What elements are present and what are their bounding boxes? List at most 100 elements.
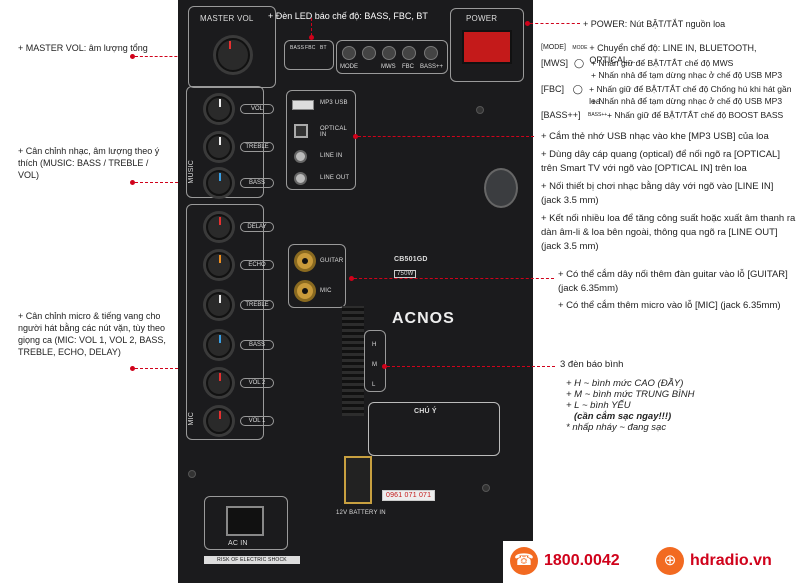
mic-jack-text: + Có thể cắm thêm micro vào lỗ [MIC] (ja… (558, 300, 781, 311)
mic-dot (130, 366, 135, 371)
fbc-button[interactable] (402, 46, 416, 60)
line-out-jack[interactable] (294, 172, 307, 185)
line-in-label: LINE IN (320, 153, 343, 159)
optical-port[interactable] (294, 124, 308, 138)
mode-text: + Chuyển chế độ: LINE IN, BLUETOOTH, OPT… (589, 43, 757, 65)
led-label-bt: BT (320, 45, 327, 51)
led-label-bass: BASS (290, 45, 305, 51)
fbc-key: [FBC] (541, 84, 565, 94)
music-treble-tag: TREBLE (240, 142, 274, 152)
music-line (135, 182, 183, 183)
music-dot (130, 180, 135, 185)
hml-l: L (372, 382, 376, 388)
battery-dot (382, 364, 387, 369)
mode-annotation-list: [MODE] MODE + Chuyển chế độ: LINE IN, BL… (541, 42, 796, 121)
line-out-label: LINE OUT (320, 175, 350, 181)
ac-in-label: AC IN (228, 540, 248, 547)
power-label: POWER (466, 14, 498, 23)
guitar-annotation-list: + Có thể cắm dây nối thêm đàn guitar vào… (558, 268, 796, 313)
fbc-label: FBC (402, 64, 414, 70)
phone-icon: ☎ (510, 547, 538, 575)
music-bass-tag: BASS (240, 178, 274, 188)
battery-in-label: 12V BATTERY IN (336, 510, 386, 516)
mic-bass-knob[interactable] (206, 332, 232, 358)
battery-terminal[interactable] (344, 456, 372, 504)
fbc-text-1: + Nhấn giữ để BẬT/TẮT chế độ Chống hú kh… (589, 84, 792, 106)
mode-button[interactable] (342, 46, 356, 60)
music-vol-knob[interactable] (206, 96, 232, 122)
fbc-icon: ◯ (572, 84, 583, 94)
website-link[interactable]: hdradio.vn (690, 552, 772, 569)
footer-hotline: ☎ 1800.0042 ⊕ hdradio.vn (503, 541, 800, 583)
io-box (286, 90, 356, 190)
power-annotation: + POWER: Nút BẬT/TẮT nguồn loa (583, 19, 726, 29)
music-treble-knob[interactable] (206, 134, 232, 160)
bass-text: + Nhấn giữ để BẬT/TẮT chế độ BOOST BASS (607, 110, 784, 120)
fbc-text-2: + Nhấn nhả để tạm dừng nhạc ở chế độ USB… (591, 96, 783, 106)
mws-button[interactable] (382, 46, 396, 60)
battery-blink: * nhấp nháy ~ đang sạc (566, 422, 667, 433)
mic-treble-knob[interactable] (206, 292, 232, 318)
line-in-jack[interactable] (294, 150, 307, 163)
brand-logo: ACNOS (392, 310, 455, 327)
battery-m: + M ~ bình mức TRUNG BÌNH (566, 389, 695, 400)
mic-box (186, 204, 264, 440)
ac-box (204, 496, 288, 550)
bass-icon: BASS++ (588, 112, 608, 118)
mic-jack[interactable] (294, 280, 316, 302)
music-bass-knob[interactable] (206, 170, 232, 196)
bass-boost-label: BASS++ (420, 64, 444, 70)
io-line-in-text: + Nối thiết bị chơi nhạc bằng dây với ng… (541, 181, 774, 206)
io-line (358, 136, 534, 137)
mws-key: [MWS] (541, 58, 568, 68)
ac-socket[interactable] (226, 506, 264, 536)
io-line-out-text: + Kết nối nhiều loa để tăng công suất ho… (541, 213, 796, 252)
io-dot (353, 134, 358, 139)
power-rating: 750W (394, 270, 417, 278)
power-dot (525, 21, 530, 26)
mws-icon: ◯ (574, 58, 585, 68)
master-vol-box (188, 6, 276, 88)
bass-key: [BASS++] (541, 110, 581, 120)
led-annotation: + Đèn LED báo chế độ: BASS, FBC, BT (268, 11, 428, 21)
master-vol-knob[interactable] (216, 38, 250, 72)
screw-2 (482, 484, 490, 492)
usb-port[interactable] (292, 100, 314, 110)
mic-echo-tag: ECHO (240, 260, 274, 270)
globe-icon: ⊕ (656, 547, 684, 575)
speaker-back-panel: MASTER VOL BASS FBC BT MODE MWS FBC BASS… (178, 0, 533, 583)
battery-charge: (cần cắm sạc ngay!!!) (574, 411, 672, 422)
mic-echo-knob[interactable] (206, 252, 232, 278)
caution-box (368, 402, 500, 456)
battery-title: 3 đèn báo bình (560, 359, 624, 370)
power-box (450, 8, 524, 82)
io-usb-text: + Cắm thẻ nhớ USB nhạc vào khe [MP3 USB]… (541, 131, 769, 142)
mic-delay-tag: DELAY (240, 222, 274, 232)
guitar-dot (349, 276, 354, 281)
hotline-number[interactable]: 1800.0042 (544, 552, 620, 569)
mic-annotation: + Cân chỉnh micro & tiếng vang cho người… (18, 311, 166, 357)
caution-label: CHÚ Ý (414, 408, 437, 415)
mic-vol2-tag: VOL 2 (240, 378, 274, 388)
power-line (530, 23, 580, 24)
mic-vol1-tag: VOL 1 (240, 416, 274, 426)
mic-delay-knob[interactable] (206, 214, 232, 240)
guitar-jack[interactable] (294, 250, 316, 272)
panel-phone: 0961 071 071 (382, 490, 436, 501)
battery-h: + H ~ bình mức CAO (ĐẦY) (566, 378, 684, 389)
led-label-fbc: FBC (305, 45, 316, 51)
mic-vol1-knob[interactable] (206, 408, 232, 434)
screw-1 (476, 106, 484, 114)
bass-boost-button[interactable] (424, 46, 438, 60)
mws-label: MWS (381, 64, 396, 70)
io-annotation-list: + Cắm thẻ nhớ USB nhạc vào khe [MP3 USB]… (541, 130, 796, 254)
hml-box (364, 330, 386, 392)
prev-button[interactable] (362, 46, 376, 60)
music-side-label: MUSIC (188, 160, 195, 184)
battery-l: + L ~ bình YẾU (566, 400, 631, 411)
mic-vol2-knob[interactable] (206, 370, 232, 396)
mode-icon: MODE (572, 45, 588, 51)
power-switch[interactable] (462, 30, 512, 64)
master-vol-dot (130, 54, 135, 59)
mws-text-1: + Nhấn giữ để BẬT/TẮT chế độ MWS (591, 58, 734, 68)
